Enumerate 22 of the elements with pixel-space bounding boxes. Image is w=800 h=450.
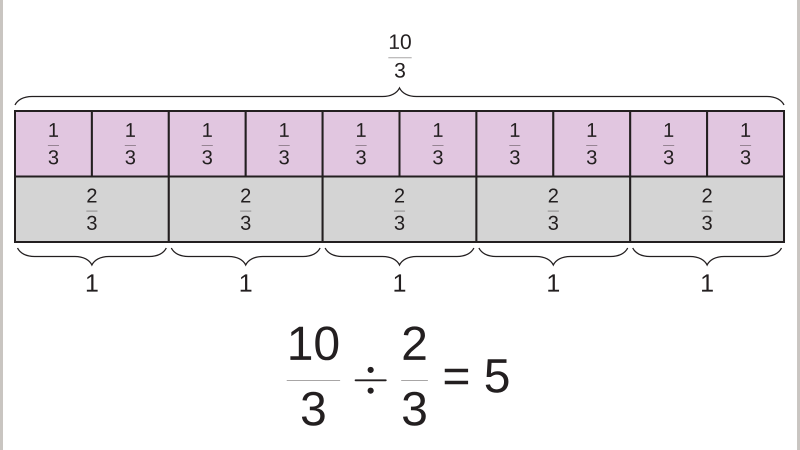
- fraction-cell: $\frac{1}{3}$: [398, 110, 478, 178]
- brace-label: $\frac{10}{3}$: [388, 34, 412, 78]
- fraction-cell: $\frac{2}{3}$: [322, 176, 478, 243]
- brace-label: $1$: [548, 274, 560, 292]
- brace-label: $1$: [240, 274, 252, 292]
- fraction-cell: $\frac{1}{3}$: [14, 110, 93, 178]
- fraction-cell: $\frac{1}{3}$: [90, 110, 170, 178]
- fraction-cell: $\frac{2}{3}$: [629, 176, 785, 243]
- brace-label: $1$: [86, 274, 98, 292]
- fraction-cell: $\frac{1}{3}$: [475, 110, 554, 178]
- fraction-cell: $\frac{1}{3}$: [244, 110, 324, 178]
- fraction-cell: $\frac{2}{3}$: [168, 176, 324, 243]
- fraction-cell: $\frac{1}{3}$: [552, 110, 632, 178]
- fraction-cell: $\frac{1}{3}$: [168, 110, 247, 178]
- brace-label: $1$: [702, 274, 713, 292]
- fraction-cell: $\frac{1}{3}$: [322, 110, 400, 178]
- fraction-cell: $\frac{1}{3}$: [629, 110, 708, 178]
- fraction-cell: $\frac{2}{3}$: [475, 176, 632, 243]
- brace-label: $1$: [394, 274, 406, 292]
- fraction-cell: $\frac{1}{3}$: [706, 110, 785, 178]
- fraction-cell: $\frac{2}{3}$: [14, 176, 170, 243]
- equation: $\frac{10}{3} \div \frac{2}{3} = 5$: [286, 326, 508, 426]
